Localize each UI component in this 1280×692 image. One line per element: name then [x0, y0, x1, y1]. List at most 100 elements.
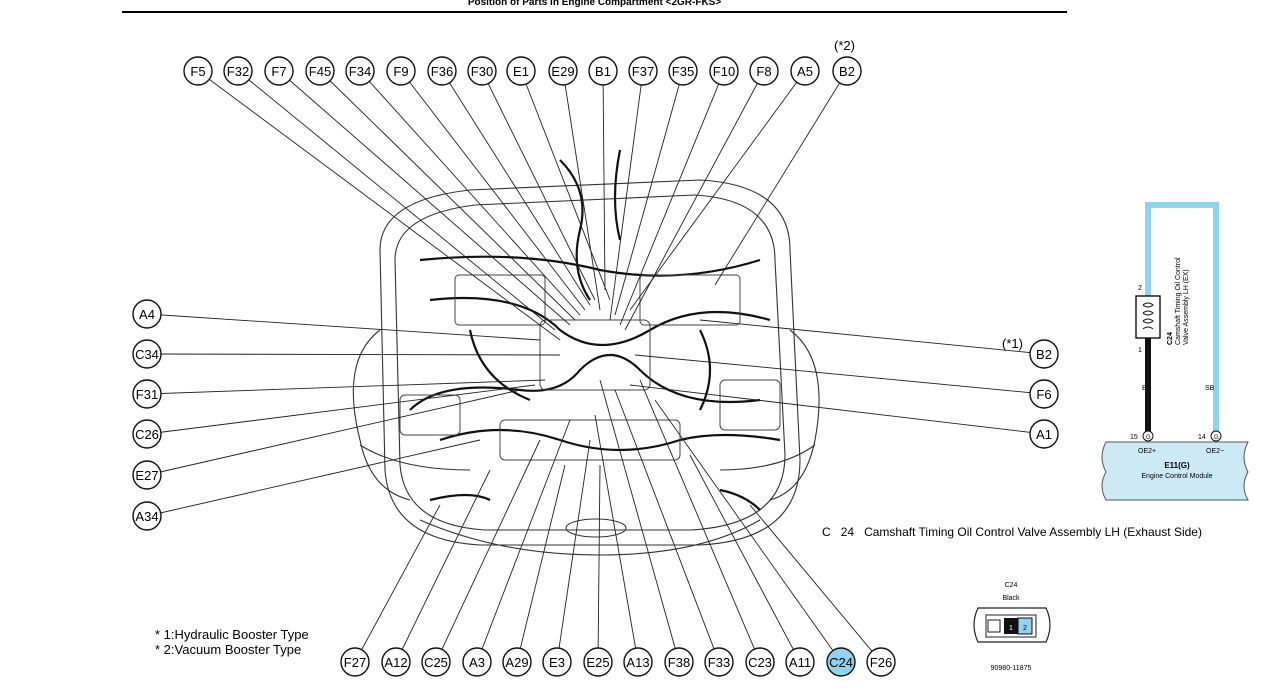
callout-circle [628, 56, 658, 86]
connector-callout-a29[interactable]: A29 [502, 647, 532, 677]
callout-label: F31 [136, 387, 158, 402]
callout-circle [583, 647, 613, 677]
connector-callout-a11[interactable]: A11 [785, 647, 815, 677]
ecu-box [1101, 441, 1249, 501]
connector-callout-a5[interactable]: A5 [790, 56, 820, 86]
connector-callout-f26[interactable]: F26 [866, 647, 896, 677]
connector-callout-f34[interactable]: F34 [345, 56, 375, 86]
connector-callout-e1[interactable]: E1 [506, 56, 536, 86]
callout-circle [427, 56, 457, 86]
leader-line-top-2 [278, 70, 571, 326]
connector-callout-f30[interactable]: F30 [467, 56, 497, 86]
callout-circle [264, 56, 294, 86]
pin-top-label: 2 [1138, 285, 1142, 292]
callout-label: F37 [632, 64, 654, 79]
connector-callout-f6[interactable]: F6 [1029, 379, 1059, 409]
leader-line-top-10 [602, 70, 606, 291]
callout-circle [785, 647, 815, 677]
connector-callout-a1[interactable]: A1 [1029, 419, 1059, 449]
connector-callout-f8[interactable]: F8 [749, 56, 779, 86]
connector-callout-b1[interactable]: B1 [588, 56, 618, 86]
leader-line-right-1 [634, 354, 1045, 395]
ecu-pin-left: 15 [1130, 434, 1138, 441]
leader-line-bottom-13 [749, 504, 882, 663]
wire-right-color: SB [1205, 385, 1215, 392]
connector-callout-f33[interactable]: F33 [704, 647, 734, 677]
callout-circle [421, 647, 451, 677]
callout-circle [305, 56, 335, 86]
leader-line-bottom-9 [614, 389, 720, 663]
connector-callout-f5[interactable]: F5 [183, 56, 213, 86]
connector-callout-a12[interactable]: A12 [381, 647, 411, 677]
connector-callout-e3[interactable]: E3 [542, 647, 572, 677]
connector-callout-f37[interactable]: F37 [628, 56, 658, 86]
callout-circle [745, 647, 775, 677]
connector-callout-f10[interactable]: F10 [709, 56, 739, 86]
leader-line-left-5 [146, 439, 481, 517]
ecu-pin-left-circle [1142, 430, 1154, 442]
connector-callout-a4[interactable]: A4 [132, 299, 162, 329]
callout-circle [506, 56, 536, 86]
callout-label: E3 [549, 655, 565, 670]
callout-label: F45 [309, 64, 331, 79]
connector-callout-e27[interactable]: E27 [132, 460, 162, 490]
leader-line-bottom-1 [395, 469, 491, 663]
connector-callout-f9[interactable]: F9 [386, 56, 416, 86]
connector-callout-f27[interactable]: F27 [340, 647, 370, 677]
schematic-component-name-1: Camshaft Timing Oil Control [1175, 257, 1182, 345]
leader-line-top-3 [319, 70, 576, 321]
connector-pin-1-label: 1 [1009, 625, 1013, 632]
connector-callout-b2[interactable]: B2 [1029, 339, 1059, 369]
connector-callout-f32[interactable]: F32 [223, 56, 253, 86]
connector-callout-b2[interactable]: B2 [832, 56, 862, 86]
connector-callout-c25[interactable]: C25 [421, 647, 451, 677]
caption-text: Camshaft Timing Oil Control Valve Assemb… [864, 525, 1202, 539]
connector-callout-a3[interactable]: A3 [462, 647, 492, 677]
callout-label: B2 [1036, 347, 1052, 362]
connector-callout-e29[interactable]: E29 [548, 56, 578, 86]
connector-callout-a13[interactable]: A13 [623, 647, 653, 677]
leader-line-bottom-3 [476, 419, 571, 663]
connector-callout-e25[interactable]: E25 [583, 647, 613, 677]
callout-circle [664, 647, 694, 677]
callout-label: A11 [789, 655, 811, 670]
leader-line-bottom-7 [594, 414, 639, 663]
connector-callout-c23[interactable]: C23 [745, 647, 775, 677]
connector-callout-c24[interactable]: C24 [826, 647, 856, 677]
connector-callout-a34[interactable]: A34 [132, 501, 162, 531]
leader-line-left-1 [146, 353, 561, 356]
callout-label: C34 [135, 347, 159, 362]
callout-label: E1 [513, 64, 529, 79]
callout-label: F8 [756, 64, 771, 79]
callout-label: F9 [393, 64, 408, 79]
connector-callout-f36[interactable]: F36 [427, 56, 457, 86]
callout-label: F34 [349, 64, 371, 79]
callout-label: A5 [797, 64, 813, 79]
callout-label: F32 [227, 64, 249, 79]
callout-label: F6 [1036, 387, 1051, 402]
connector-callout-f31[interactable]: F31 [132, 379, 162, 409]
leader-line-top-5 [400, 70, 586, 311]
connector-callout-f7[interactable]: F7 [264, 56, 294, 86]
callout-circle [467, 56, 497, 86]
leader-line-top-4 [359, 70, 581, 316]
callout-circle [749, 56, 779, 86]
leader-line-top-14 [624, 70, 765, 331]
callout-label: F30 [471, 64, 493, 79]
ecu-name: Engine Control Module [1141, 473, 1212, 480]
connector-callout-c26[interactable]: C26 [132, 419, 162, 449]
ecu-signal-left: OE2+ [1138, 448, 1156, 455]
callout-circle [588, 56, 618, 86]
connector-callout-f45[interactable]: F45 [305, 56, 335, 86]
leader-line-top-13 [619, 70, 725, 326]
callout-circle [548, 56, 578, 86]
connector-pin-2-label: 2 [1023, 625, 1027, 632]
callout-circle [132, 501, 162, 531]
connector-callout-f35[interactable]: F35 [668, 56, 698, 86]
leader-line-bottom-2 [435, 439, 541, 663]
connector-callout-c34[interactable]: C34 [132, 339, 162, 369]
connector-callout-f38[interactable]: F38 [664, 647, 694, 677]
connector-code: C24 [1005, 582, 1018, 589]
